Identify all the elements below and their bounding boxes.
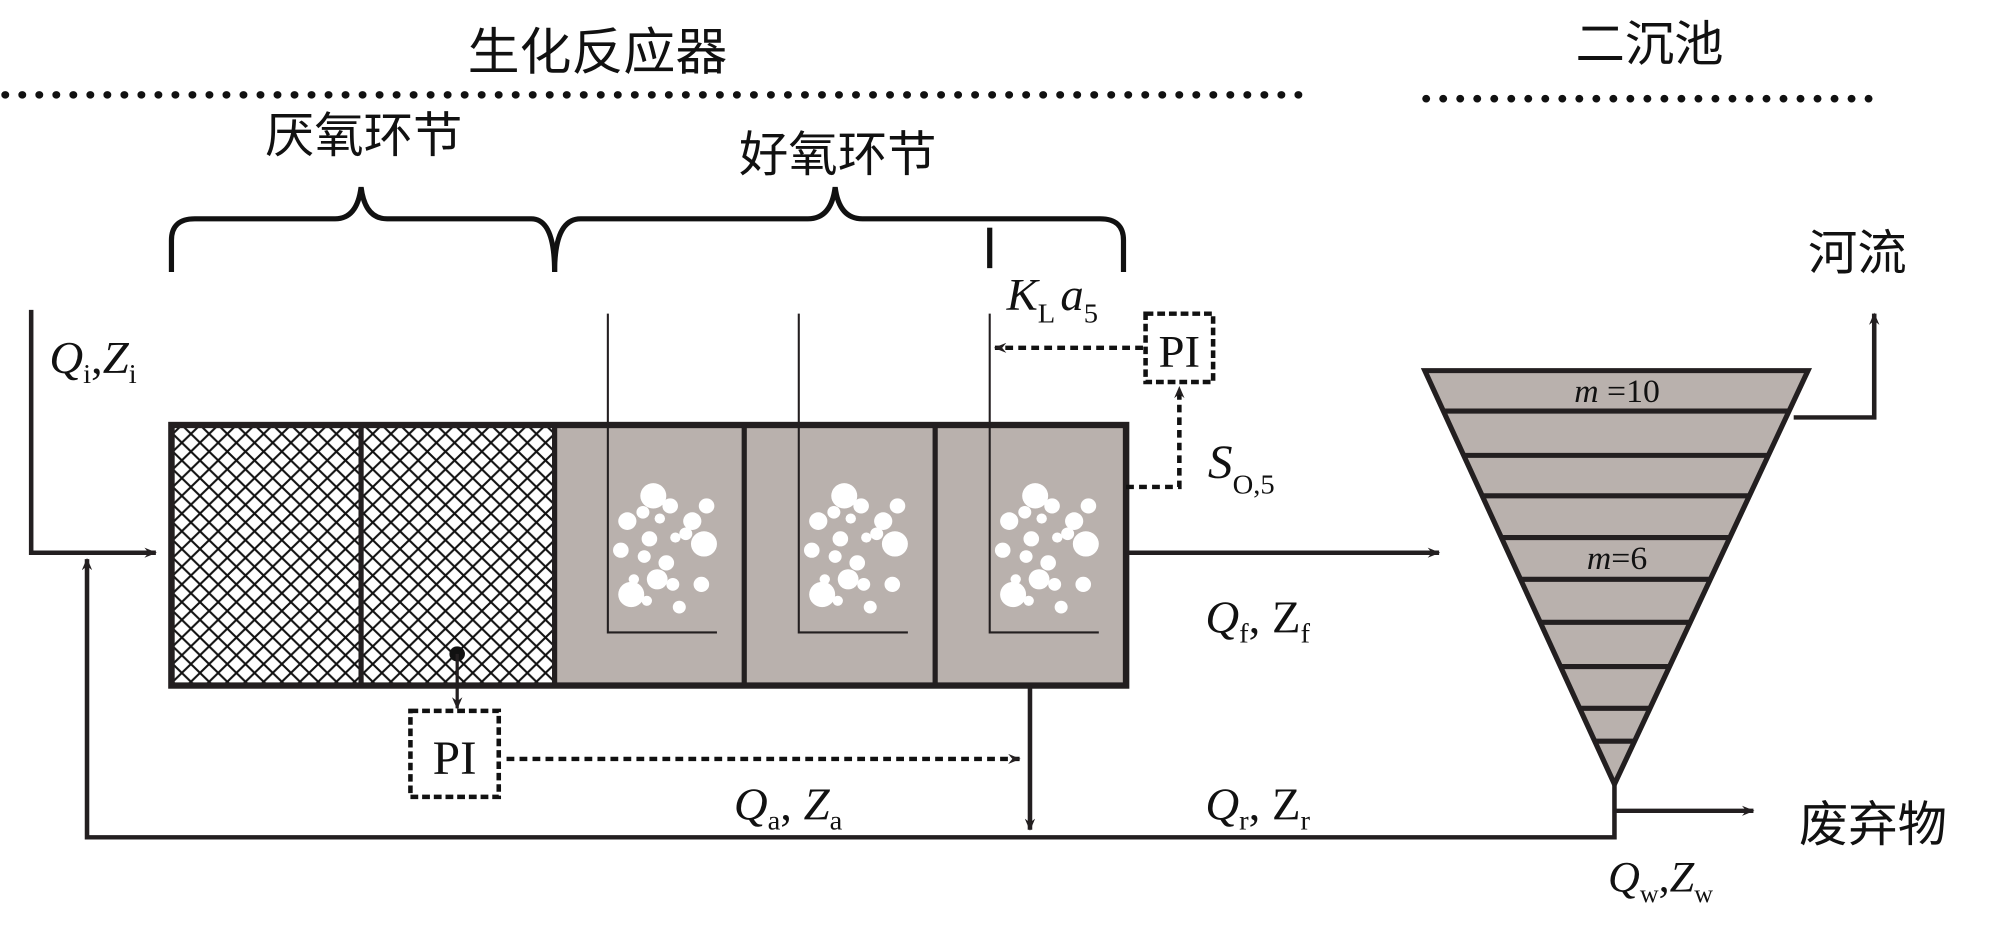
secondary-clarifier: m =10 m=6 — [1420, 368, 1813, 791]
air-bubble — [1036, 513, 1047, 524]
air-bubble — [881, 531, 908, 557]
air-bubble — [654, 513, 666, 524]
air-bubble — [861, 532, 872, 543]
air-bubble — [1044, 498, 1060, 514]
air-bubble — [1023, 531, 1040, 547]
feed-flow-label: Qf, Zf — [1205, 592, 1310, 649]
air-bubble — [1075, 576, 1092, 592]
air-bubble — [831, 483, 858, 509]
air-bubble — [857, 578, 871, 591]
air-bubble — [618, 512, 637, 530]
air-bubble — [828, 550, 842, 563]
waste-flow-label: Qw,Zw — [1608, 854, 1714, 908]
pi-controller-2-label: PI — [1159, 326, 1201, 376]
effluent-arrow — [1793, 312, 1880, 420]
air-bubble — [1019, 550, 1033, 563]
air-bubble — [849, 555, 866, 571]
air-bubble — [889, 498, 906, 514]
air-bubble — [1000, 581, 1027, 608]
air-bubble — [837, 569, 859, 590]
do-signal-line — [1126, 386, 1185, 490]
air-bubble — [809, 581, 836, 608]
layer-mid-label: m=6 — [1587, 541, 1647, 578]
air-bubble — [690, 531, 717, 557]
clarifier-title: 二沉池 — [1575, 17, 1723, 72]
air-bubble — [863, 600, 877, 614]
diffuser — [606, 313, 717, 634]
air-bubble — [662, 498, 678, 514]
diffuser — [988, 313, 1099, 634]
air-bubble — [693, 576, 710, 592]
air-bubble — [809, 512, 828, 530]
air-bubble — [1000, 512, 1019, 530]
air-bubble — [853, 498, 869, 514]
air-bubble — [698, 498, 715, 514]
recycle-flow-label: Qr, Zr — [1205, 779, 1310, 836]
air-bubble — [803, 542, 820, 558]
diffuser — [797, 313, 908, 634]
air-bubble — [1052, 532, 1063, 543]
air-bubble — [827, 505, 841, 519]
anaerobic-brace — [168, 186, 558, 272]
air-bubble — [640, 483, 667, 509]
pi-controller-1-label: PI — [433, 732, 477, 785]
air-bubble — [641, 595, 653, 606]
air-bubble — [845, 513, 856, 524]
air-bubble — [1040, 555, 1056, 571]
svg-text:Qi,Zi: Qi,Zi — [49, 333, 137, 390]
aerobic-label: 好氧环节 — [739, 127, 936, 182]
air-bubble — [884, 576, 901, 592]
air-bubble — [641, 531, 658, 547]
air-bubble — [683, 512, 702, 530]
air-bubble — [1022, 483, 1049, 509]
air-bubble — [994, 542, 1011, 558]
waste-label: 废弃物 — [1799, 798, 1947, 853]
aerobic-brace — [552, 186, 1127, 272]
air-bubble — [672, 600, 686, 614]
pi-controller-2 — [1143, 311, 1216, 385]
river-label: 河流 — [1808, 226, 1907, 281]
air-bubble — [1072, 531, 1099, 557]
do-label: SO,5 — [1208, 436, 1275, 501]
air-bubble — [1018, 505, 1032, 519]
inlet-flow-arrow — [28, 309, 157, 558]
air-bubble — [637, 550, 651, 563]
aeration-diffusers — [606, 313, 1099, 634]
air-bubble — [832, 595, 843, 606]
air-bubble — [832, 531, 849, 547]
air-bubble — [870, 527, 884, 541]
air-bubble — [613, 542, 629, 558]
layer-top-label: m =10 — [1574, 374, 1660, 411]
air-bubble — [636, 505, 650, 519]
anaerobic-label: 厌氧环节 — [265, 108, 462, 163]
air-bubble — [1028, 569, 1050, 590]
pi-controller-1 — [408, 708, 502, 800]
air-bubble — [646, 569, 668, 590]
internal-flow-label: Qa, Za — [734, 779, 843, 836]
air-bubble — [658, 555, 675, 571]
air-bubble — [1065, 512, 1084, 530]
air-bubble — [1080, 498, 1097, 514]
air-bubble — [1054, 600, 1068, 614]
air-bubble — [666, 578, 680, 591]
air-bubble — [1048, 578, 1062, 591]
air-bubble — [1061, 527, 1075, 541]
air-bubble — [679, 527, 693, 541]
air-bubble — [670, 532, 681, 543]
reactor-title: 生化反应器 — [468, 23, 728, 82]
inlet-flow-label: Qi,Zi — [49, 333, 137, 390]
air-bubble — [1023, 595, 1034, 606]
air-bubble — [874, 512, 893, 530]
air-bubble — [618, 581, 645, 608]
